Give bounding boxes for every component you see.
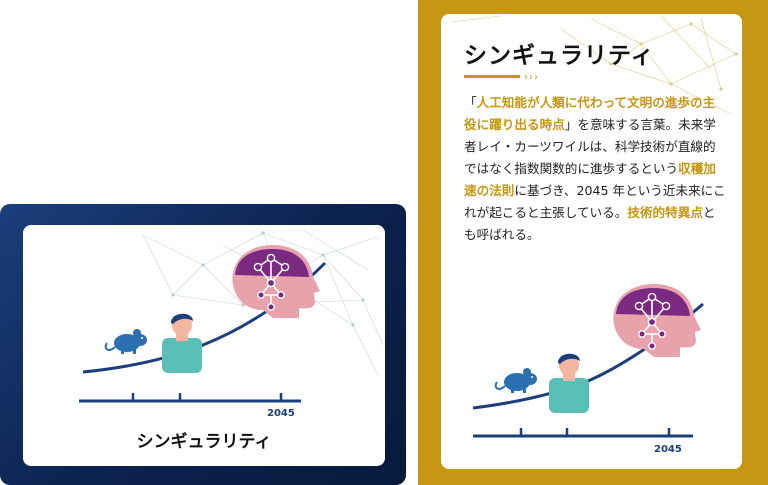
title-underline	[464, 75, 520, 78]
network-lines	[450, 15, 738, 115]
title-underline-dots: ›››	[524, 72, 539, 83]
axis-year-label: 2045	[267, 408, 295, 419]
desc-highlight-1: 人工知能が人類に代わって文明の進歩の主役に躍り出る時点	[464, 95, 716, 132]
person-icon	[162, 313, 202, 373]
desc-text-3: とも呼ばれる。	[464, 205, 716, 242]
desc-highlight-2: 収穫加速の法則	[464, 161, 716, 198]
left-card-inner: 2045 シンギュラリティ	[23, 225, 385, 466]
left-caption: シンギュラリティ	[136, 432, 272, 452]
mouse-icon	[104, 329, 147, 354]
singularity-illustration: 2045	[79, 245, 327, 419]
desc-highlight-3: 技術的特異点	[627, 205, 703, 220]
right-card-inner: シンギュラリティ ››› 「人工知能が人類に代わって文明の進歩の主役に躍り出る時…	[441, 14, 742, 469]
singularity-illustration: 2045	[472, 284, 704, 455]
mouse-icon	[494, 368, 537, 393]
panel-title: シンギュラリティ	[464, 43, 655, 69]
desc-text-2: に基づき、2045 年という近未来にこれが起こると主張している。	[464, 183, 726, 220]
time-axis: 2045	[473, 428, 693, 455]
ai-head-icon	[232, 245, 320, 318]
left-card: 2045 シンギュラリティ	[0, 204, 406, 485]
ai-head-icon	[613, 284, 701, 357]
axis-year-label: 2045	[654, 444, 682, 455]
right-card: シンギュラリティ ››› 「人工知能が人類に代わって文明の進歩の主役に躍り出る時…	[418, 0, 768, 485]
time-axis: 2045	[79, 393, 301, 419]
desc-quote-open: 「	[464, 95, 477, 110]
desc-text-1: 」を意味する言葉。未来学者レイ・カーツワイルは、科学技術が直線的ではなく指数関数…	[464, 117, 716, 176]
description-text: 「人工知能が人類に代わって文明の進歩の主役に躍り出る時点」を意味する言葉。未来学…	[464, 92, 726, 246]
person-icon	[549, 353, 589, 413]
